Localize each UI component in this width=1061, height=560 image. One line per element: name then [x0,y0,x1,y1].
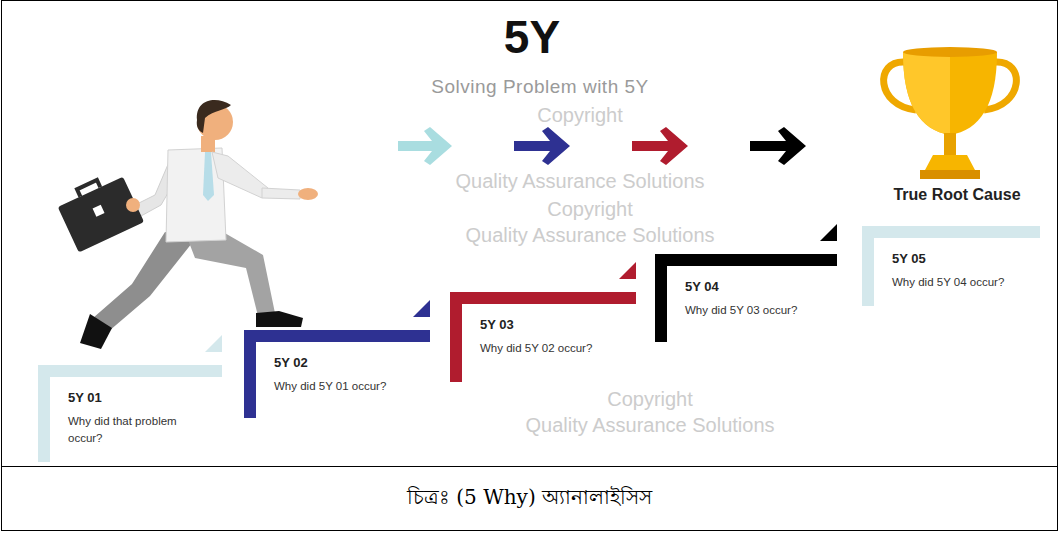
trophy-plinth [920,170,980,179]
briefcase-body [58,177,144,253]
arrow-shape [632,127,688,165]
watermark: Copyright [547,198,633,221]
hair [197,100,231,133]
step-question: Why did 5Y 02 occur? [480,340,626,358]
trouser-leg [93,232,196,331]
step-question: Why did that problem occur? [68,413,198,449]
tie [203,152,214,201]
step-bracket: 5Y 01 Why did that problem occur? [38,365,222,462]
step-triangle [619,262,636,279]
shoe [256,311,303,327]
frame [2,1,1058,531]
briefcase-lock [93,205,105,217]
step-bracket: 5Y 05 Why did 5Y 04 occur? [862,226,1040,306]
businessman-figure [54,100,318,349]
trophy-highlight [903,52,950,135]
trophy-rim [903,47,997,57]
trophy-base [925,155,975,170]
forearm [262,188,300,199]
step-question: Why did 5Y 03 occur? [685,302,827,320]
hand [298,188,318,200]
step-number: 5Y 02 [274,355,420,371]
step-triangle [820,224,837,241]
step-question: Why did 5Y 04 occur? [892,274,1030,292]
step-number: 5Y 01 [68,390,212,406]
step-bracket: 5Y 03 Why did 5Y 02 occur? [450,292,636,382]
hand [126,198,140,212]
arrow-shape [514,127,570,165]
step-bracket: 5Y 04 Why did 5Y 03 occur? [655,254,837,342]
figure-caption: চিত্রঃ (5 Why) অ্যানালাইসিস [2,467,1057,530]
watermark: Copyright [607,388,693,411]
watermark: Copyright [537,104,623,127]
subtitle: Solving Problem with 5Y [431,76,648,98]
diagram-title: 5Y [504,12,560,63]
trophy-icon [884,47,1017,179]
goal-label: True Root Cause [893,186,1020,204]
step-triangle [205,335,222,352]
caption-divider [2,466,1058,467]
watermark: Quality Assurance Solutions [525,414,774,437]
shoe [80,314,112,349]
arrow-shape [398,127,452,165]
step-number: 5Y 03 [480,317,626,333]
trouser-leg [185,228,276,320]
trophy-stem [944,133,956,157]
step-number: 5Y 04 [685,279,827,295]
trophy-cup [903,52,997,135]
front-arm [212,152,268,198]
step-bracket: 5Y 02 Why did 5Y 01 occur? [244,330,430,418]
watermark: Quality Assurance Solutions [465,224,714,247]
step-number: 5Y 05 [892,251,1030,267]
briefcase [54,169,144,252]
step-question: Why did 5Y 01 occur? [274,378,420,396]
step-triangle [413,300,430,317]
arrow-shape [750,127,806,165]
watermark: Quality Assurance Solutions [455,170,704,193]
